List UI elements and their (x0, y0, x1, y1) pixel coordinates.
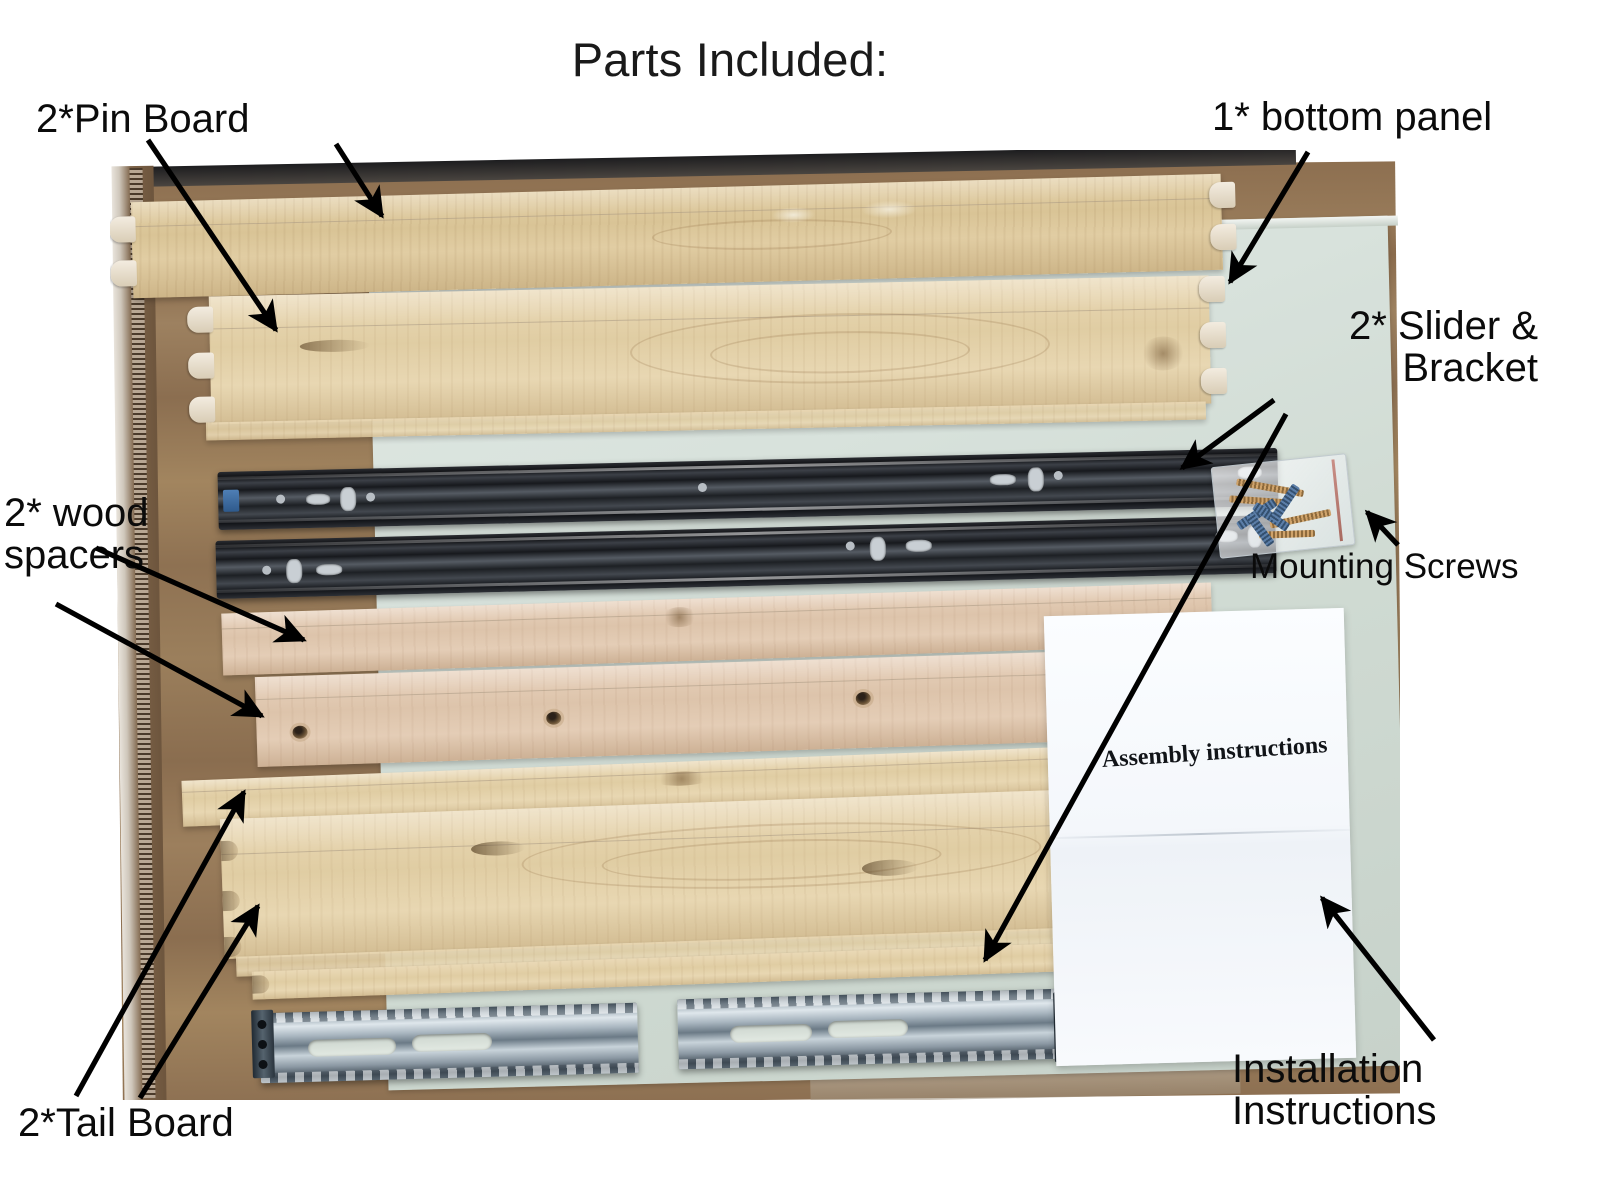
bracket-slot (411, 1032, 493, 1053)
dovetail-pin (1200, 367, 1228, 395)
rail-rivet (845, 541, 855, 551)
pin-board-top-right-pins (1208, 172, 1242, 273)
mounting-bracket-left (259, 1002, 639, 1084)
wood-knot (861, 199, 918, 220)
instruction-sheet: Assembly instructions (1043, 607, 1357, 1067)
label-slider-bracket: 2* Slider & Bracket (1349, 304, 1538, 391)
sheet-printed-title: Assembly instructions (1101, 732, 1329, 774)
page-title: Parts Included: (571, 33, 889, 86)
product-parts-photo: Assembly instructions (110, 150, 1400, 1100)
label-wood-spacers: 2* wood spacers (4, 491, 149, 578)
dovetail-socket (251, 975, 270, 994)
wood-grain (651, 216, 893, 253)
rail-slot (285, 558, 303, 584)
rail-slot (316, 563, 343, 576)
dovetail-pin (1210, 223, 1237, 251)
rail-rivet (697, 482, 708, 493)
sheet-fold-line (1049, 828, 1350, 839)
label-pin-board: 2*Pin Board (36, 97, 250, 141)
wood-knot (299, 339, 370, 353)
wood-knot (661, 606, 698, 628)
label-tail-board: 2*Tail Board (18, 1101, 234, 1145)
dovetail-pin (187, 352, 215, 379)
rail-rivet (365, 492, 376, 502)
pin-board-second (186, 275, 1212, 425)
spacer-screw-hole (292, 725, 308, 739)
dovetail-pin (110, 216, 136, 243)
bracket-mount-hole (258, 1059, 268, 1070)
label-bottom-panel: 1* bottom panel (1212, 95, 1493, 139)
pin-board-second-right-pins (1198, 268, 1232, 409)
rail-rivet (276, 494, 286, 504)
dovetail-pin (110, 260, 138, 287)
bracket-left-end-flange (251, 1009, 275, 1079)
dovetail-pin (1208, 181, 1236, 209)
bag-seal (1331, 459, 1343, 542)
label-installation-instructions: Installation Instructions (1232, 1047, 1437, 1134)
spacer-screw-hole (855, 691, 871, 706)
rail-slot (989, 473, 1016, 486)
bracket-mount-hole (257, 1039, 268, 1050)
rail-end-tab (222, 489, 240, 512)
mounting-bracket-right (677, 988, 1069, 1070)
wood-knot (1139, 336, 1187, 371)
dovetail-socket (223, 936, 242, 958)
mounting-screws-bag (1210, 453, 1356, 559)
dovetail-pin (1199, 321, 1227, 349)
rail-slot (905, 539, 932, 553)
rail-slot (306, 493, 331, 506)
label-mounting-screws: Mounting Screws (1250, 547, 1519, 586)
dovetail-socket (220, 840, 239, 862)
bracket-slot (307, 1037, 397, 1057)
bracket-mount-hole (257, 1019, 267, 1030)
wood-knot (470, 840, 526, 857)
spacer-screw-hole (546, 711, 562, 725)
dovetail-pin (1198, 275, 1226, 303)
rail-slot (1027, 467, 1045, 492)
rail-rivet (1053, 470, 1063, 481)
rail-slot (339, 486, 357, 512)
dovetail-pin (186, 306, 214, 333)
rail-rivet (262, 565, 272, 575)
dovetail-pin (188, 396, 216, 423)
rail-slot (869, 536, 887, 561)
bracket-slot (827, 1019, 909, 1039)
dovetail-socket (222, 890, 241, 912)
bracket-slot (729, 1023, 813, 1043)
